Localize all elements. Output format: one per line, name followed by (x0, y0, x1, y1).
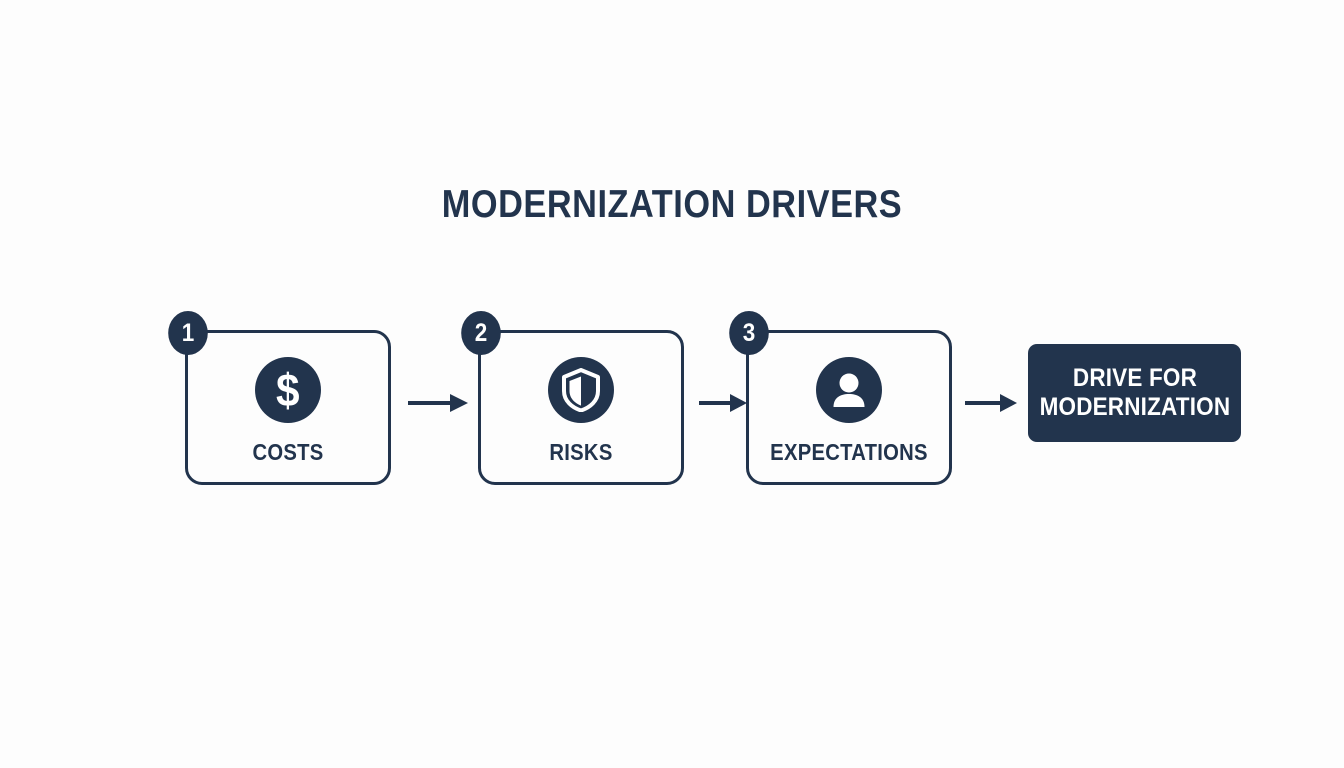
page-title: MODERNIZATION DRIVERS (441, 183, 903, 226)
step-card-costs[interactable]: 1 $ COSTS (168, 311, 391, 485)
step-label-expectations: EXPECTATIONS (770, 439, 928, 465)
step-label-risks: RISKS (549, 439, 613, 465)
arrow-2-icon (699, 391, 747, 415)
result-box-drive-for-modernization[interactable]: DRIVE FOR MODERNIZATION (1028, 344, 1241, 442)
result-line-2: MODERNIZATION (1039, 393, 1230, 421)
step-card-expectations[interactable]: 3 EXPECTATIONS (729, 311, 952, 485)
dollar-glyph: $ (276, 364, 300, 416)
result-line-1: DRIVE FOR (1072, 363, 1197, 392)
dollar-sign-icon: $ (255, 357, 321, 423)
shield-icon (548, 357, 614, 423)
arrow-3-icon (965, 391, 1017, 415)
arrow-1-icon (408, 391, 468, 415)
step-number-badge-1: 1 (168, 311, 208, 355)
step-number-badge-2: 2 (461, 311, 501, 355)
step-card-risks[interactable]: 2 RISKS (461, 311, 684, 485)
person-icon (816, 357, 882, 423)
step-number-badge-3: 3 (729, 311, 769, 355)
step-label-costs: COSTS (252, 439, 324, 465)
